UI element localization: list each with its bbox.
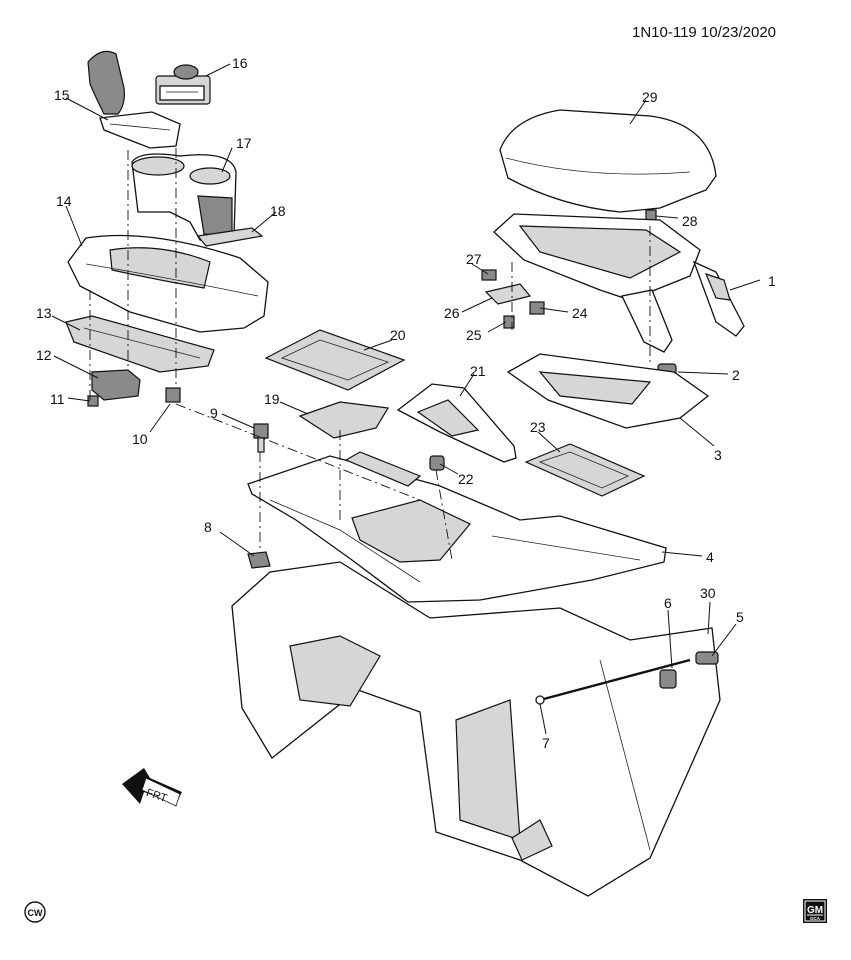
part-bolt-9 (253, 423, 269, 453)
part-mat-23 (524, 443, 646, 497)
callout-9: 9 (210, 405, 218, 421)
callout-10: 10 (132, 431, 148, 447)
part-hinge (692, 260, 745, 337)
part-mat-20 (264, 329, 406, 391)
part-spring-5 (695, 651, 719, 665)
callout-3: 3 (714, 447, 722, 463)
part-cup-holder (131, 153, 237, 243)
callout-26: 26 (444, 305, 460, 321)
part-hinge-arm (621, 289, 673, 353)
part-console-trim-plate (67, 234, 269, 333)
callout-labels: 1 2 3 4 5 6 7 8 9 10 11 12 13 14 15 16 1… (36, 55, 776, 751)
alignment-lines (89, 148, 651, 561)
callout-22: 22 (458, 471, 474, 487)
document-id: 1N10-119 10/23/2020 (632, 24, 777, 41)
callout-21: 21 (470, 363, 486, 379)
callout-14: 14 (56, 193, 72, 209)
part-spring-22 (429, 455, 445, 471)
gm-logo-bottom: GCA (810, 916, 821, 921)
callout-24: 24 (572, 305, 588, 321)
callout-25: 25 (466, 327, 482, 343)
callout-5: 5 (736, 609, 744, 625)
callout-23: 23 (530, 419, 546, 435)
callout-18: 18 (270, 203, 286, 219)
part-latch-assembly (481, 269, 545, 329)
part-console-housing (247, 451, 667, 603)
part-switch (155, 64, 211, 105)
part-console-frame (231, 561, 721, 897)
part-module (91, 369, 141, 401)
callout-28: 28 (682, 213, 698, 229)
callout-15: 15 (54, 87, 70, 103)
part-cover (396, 383, 517, 463)
callout-6: 6 (664, 595, 672, 611)
part-armrest-bracket (506, 353, 710, 429)
callout-30: 30 (700, 585, 716, 601)
part-lid (298, 401, 389, 439)
leader-lines (51, 63, 761, 735)
callout-17: 17 (236, 135, 252, 151)
callout-27: 27 (466, 251, 482, 267)
gm-logo-icon: GM GCA (803, 899, 827, 923)
callout-4: 4 (706, 549, 714, 565)
part-spring-30 (659, 669, 677, 689)
callout-12: 12 (36, 347, 52, 363)
callout-1: 1 (768, 273, 776, 289)
callout-8: 8 (204, 519, 212, 535)
cw-badge-label: CW (28, 908, 43, 918)
part-armrest-pad (499, 109, 717, 213)
callout-13: 13 (36, 305, 52, 321)
callout-11: 11 (50, 391, 65, 407)
callout-2: 2 (732, 367, 740, 383)
callout-19: 19 (264, 391, 280, 407)
part-armrest-base (493, 213, 701, 301)
part-shift-knob (87, 50, 181, 149)
part-rod (535, 658, 691, 705)
callout-7: 7 (542, 735, 550, 751)
part-bracket (65, 315, 215, 373)
callout-16: 16 (232, 55, 248, 71)
cw-badge-icon: CW (24, 901, 46, 923)
part-insert (196, 227, 264, 247)
part-clip-10 (165, 387, 181, 403)
front-arrow-icon: FRT (122, 768, 182, 807)
callout-20: 20 (390, 327, 406, 343)
gm-logo-top: GM (807, 905, 823, 916)
callout-29: 29 (642, 89, 658, 105)
